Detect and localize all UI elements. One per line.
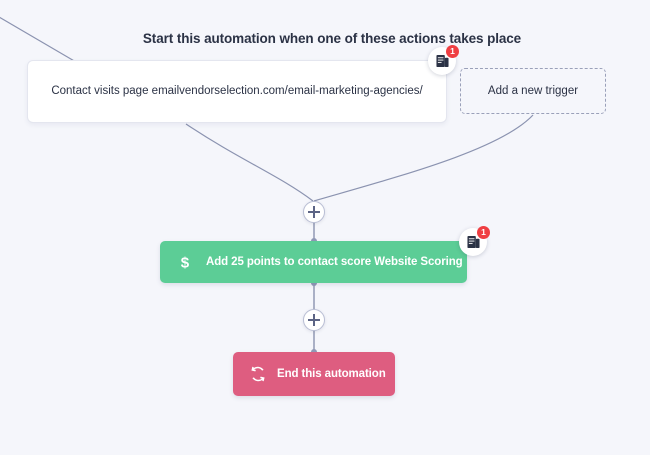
add-new-trigger-button[interactable]: Add a new trigger <box>460 68 606 114</box>
trigger-notes-count: 1 <box>446 45 459 58</box>
end-automation-node[interactable]: End this automation <box>233 352 395 396</box>
add-new-trigger-label: Add a new trigger <box>487 85 579 97</box>
page-title: Start this automation when one of these … <box>142 31 522 46</box>
dollar-icon: $ <box>176 253 194 271</box>
add-step-below-action-button[interactable] <box>303 309 325 331</box>
end-automation-label: End this automation <box>277 368 386 380</box>
svg-text:$: $ <box>181 254 190 271</box>
trigger-card[interactable]: Contact visits page emailvendorselection… <box>27 60 447 123</box>
action-notes-count: 1 <box>477 226 490 239</box>
notes-icon <box>466 235 480 249</box>
add-step-above-action-button[interactable] <box>303 201 325 223</box>
trigger-notes-badge[interactable]: 1 <box>428 45 459 75</box>
notes-icon <box>435 54 449 68</box>
trigger-card-label: Contact visits page emailvendorselection… <box>51 85 423 98</box>
action-node-score[interactable]: $ Add 25 points to contact score Website… <box>160 241 467 283</box>
action-notes-badge[interactable]: 1 <box>459 226 490 256</box>
connector-dot-action-bottom <box>311 280 317 286</box>
cycle-icon <box>249 366 266 382</box>
action-node-label: Add 25 points to contact score Website S… <box>206 256 463 268</box>
